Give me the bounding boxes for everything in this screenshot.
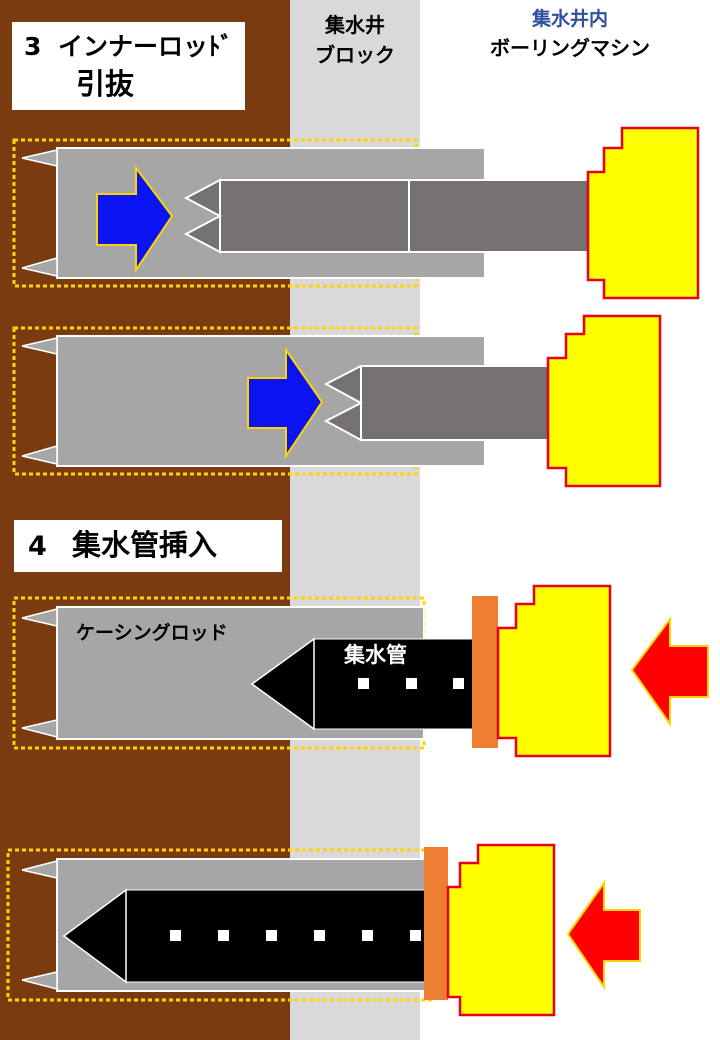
inner-rod — [360, 365, 554, 441]
casing-tip-top — [21, 860, 58, 879]
casing-tip-top — [21, 149, 58, 167]
block-header: 集水井 ブロック — [315, 13, 395, 67]
step4-title-box — [14, 520, 282, 572]
right-arrow-icon — [247, 346, 324, 460]
pipe-hole — [170, 930, 181, 941]
pipe-hole — [453, 678, 464, 689]
left-arrow-icon — [630, 615, 709, 728]
left-arrow-icon — [566, 879, 641, 991]
pipe-hole — [314, 930, 325, 941]
pipe-hole — [358, 678, 369, 689]
step3-number: 3 — [24, 32, 42, 61]
water-pipe-tip — [62, 888, 127, 984]
pipe-hole — [218, 930, 229, 941]
casing-rod-label: ケーシングロッド — [76, 622, 228, 644]
panel-3a — [12, 126, 700, 300]
pipe-hole — [362, 930, 373, 941]
machine-header-line1: 集水井内 — [531, 8, 608, 30]
dotted-outline — [12, 326, 418, 476]
boring-machine — [496, 584, 612, 758]
panel-4a — [12, 584, 709, 758]
flange — [424, 847, 448, 1000]
panel-3b — [12, 314, 662, 488]
casing-tip-bottom — [21, 971, 58, 990]
right-arrow-icon — [96, 165, 174, 274]
panel-4b — [6, 843, 641, 1017]
boring-machine — [446, 843, 556, 1017]
inner-rod-bit — [323, 364, 364, 442]
water-pipe-label: 集水管 — [344, 643, 407, 667]
water-pipe — [313, 638, 479, 730]
step4-number: 4 — [28, 531, 47, 562]
step4-title: 集水管挿入 — [72, 528, 218, 562]
casing-tip-bottom — [21, 719, 58, 738]
step3-title-box — [12, 22, 245, 110]
boring-machine — [546, 314, 662, 488]
casing-tip-bottom — [21, 445, 58, 465]
water-pipe-tip — [250, 637, 315, 731]
machine-header-line2: ボーリングマシン — [490, 36, 650, 60]
step3-subtitle: 引抜 — [76, 67, 135, 101]
pipe-hole — [410, 930, 421, 941]
flange — [472, 596, 498, 748]
casing-tip-bottom — [21, 257, 58, 277]
step3-title: インナーロッﾄﾞ — [58, 32, 234, 61]
inner-rod — [219, 179, 591, 253]
dotted-outline — [12, 138, 418, 288]
casing-tip-top — [21, 608, 58, 627]
inner-rod-bit — [183, 178, 223, 254]
boring-machine — [586, 126, 700, 300]
pipe-hole — [406, 678, 417, 689]
pipe-hole — [266, 930, 277, 941]
casing-tip-top — [21, 337, 58, 355]
